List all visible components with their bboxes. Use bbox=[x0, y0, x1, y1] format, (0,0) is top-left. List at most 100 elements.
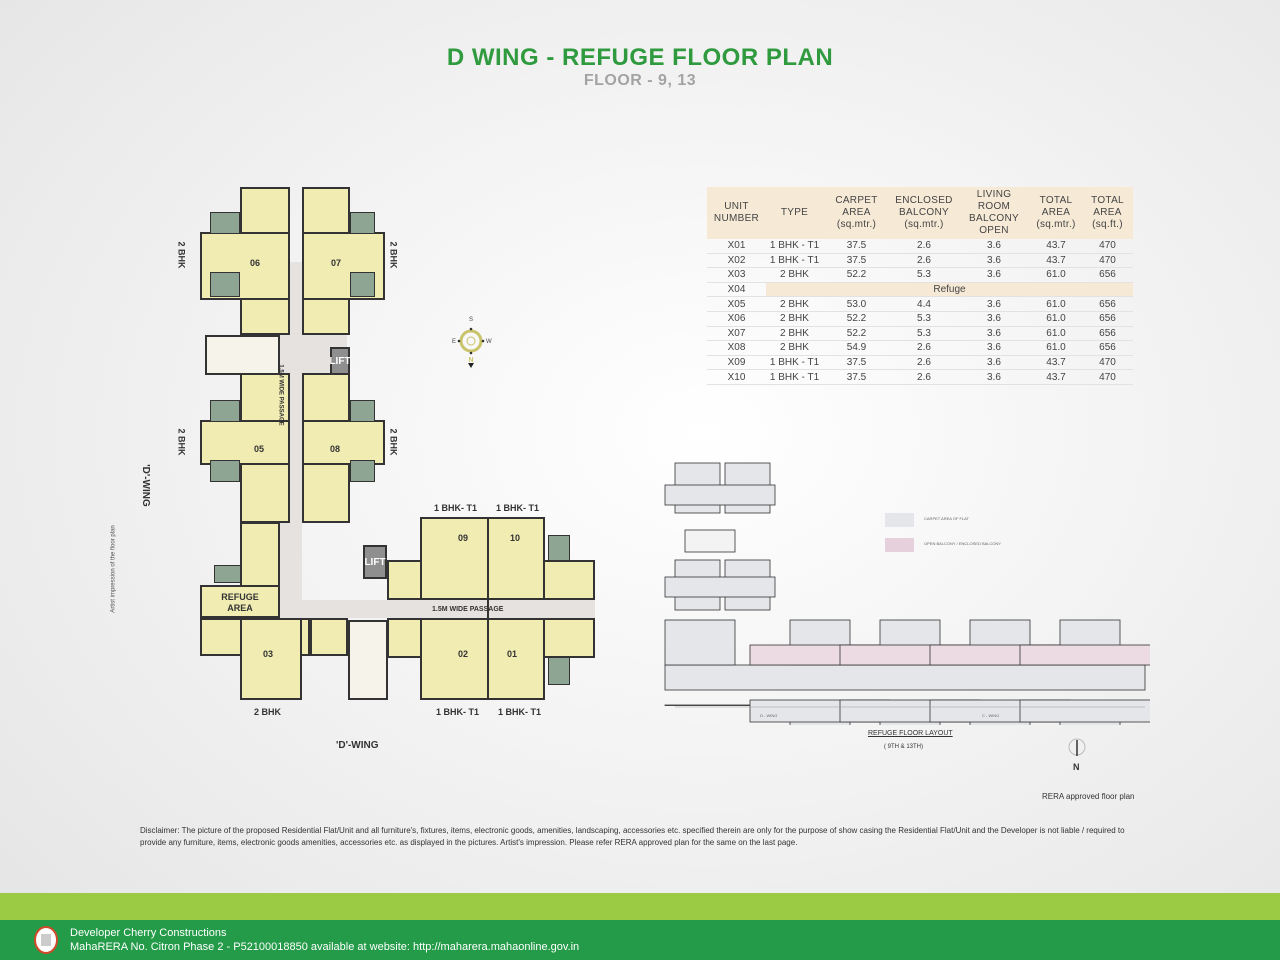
table-cell: 37.5 bbox=[823, 355, 890, 371]
table-cell: 43.7 bbox=[1030, 253, 1082, 269]
table-cell: 3.6 bbox=[958, 253, 1030, 269]
table-cell: 53.0 bbox=[823, 296, 890, 312]
table-cell: X07 bbox=[707, 326, 766, 342]
refuge-core bbox=[240, 522, 280, 587]
table-cell: 2 BHK bbox=[766, 296, 823, 312]
table-cell: 470 bbox=[1082, 355, 1133, 371]
unit-number-10: 10 bbox=[510, 533, 521, 543]
table-cell: 52.2 bbox=[823, 311, 890, 327]
table-cell: X09 bbox=[707, 355, 766, 371]
table-cell: 656 bbox=[1082, 311, 1133, 327]
table-cell: 2 BHK bbox=[766, 267, 823, 283]
table-cell: 3.6 bbox=[958, 355, 1030, 371]
column-header: TYPE bbox=[766, 187, 823, 239]
column-header: LIVING ROOM BALCONY OPEN bbox=[958, 187, 1030, 239]
footer-rera: MahaRERA No. Citron Phase 2 - P521000188… bbox=[70, 941, 580, 953]
table-cell: X06 bbox=[707, 311, 766, 327]
layout-room bbox=[684, 529, 736, 553]
bathroom bbox=[210, 212, 240, 234]
refuge-area: REFUGE AREA bbox=[200, 585, 280, 618]
layout-floors: ( 9TH & 13TH) bbox=[884, 744, 924, 750]
unit-block bbox=[310, 618, 348, 656]
unit-type-label: 1 BHK- T1 bbox=[434, 503, 478, 513]
legend-swatch-carpet bbox=[885, 513, 914, 527]
staircase bbox=[205, 335, 280, 375]
layout-room bbox=[1019, 699, 1150, 723]
table-cell: 2.6 bbox=[890, 239, 958, 254]
table-cell: 470 bbox=[1082, 369, 1133, 385]
unit-number-08: 08 bbox=[330, 444, 341, 454]
party-wall bbox=[487, 517, 489, 700]
unit-type-label: 2 BHK bbox=[388, 241, 399, 269]
column-header: CARPET AREA (sq.mtr.) bbox=[823, 187, 890, 239]
table-cell: 656 bbox=[1082, 340, 1133, 356]
table-cell: 61.0 bbox=[1030, 326, 1082, 342]
layout-room bbox=[664, 619, 736, 666]
unit-type-label: 1 BHK- T1 bbox=[496, 503, 540, 513]
legend-balcony-label: OPEN BALCONY / ENCLOSED BALCONY bbox=[924, 541, 1002, 546]
legend-carpet-label: CARPET AREA OF FLAT bbox=[924, 516, 969, 521]
table-cell: 3.6 bbox=[958, 311, 1030, 327]
table-cell: 52.2 bbox=[823, 326, 890, 342]
table-cell: X04 bbox=[707, 282, 766, 298]
unit-type-label: 1 BHK- T1 bbox=[436, 707, 480, 717]
unit-number-02: 02 bbox=[458, 649, 469, 659]
unit-number-03: 03 bbox=[263, 649, 274, 659]
table-cell: 3.6 bbox=[958, 239, 1030, 254]
layout-room bbox=[664, 576, 776, 598]
compass-top: S bbox=[469, 317, 473, 323]
table-cell: 2 BHK bbox=[766, 326, 823, 342]
page-title: D WING - REFUGE FLOOR PLAN bbox=[446, 44, 834, 71]
bathroom bbox=[210, 400, 240, 422]
table-cell: 4.4 bbox=[890, 296, 958, 312]
table-cell: 37.5 bbox=[823, 239, 890, 254]
bathroom bbox=[210, 272, 240, 297]
table-cell: 61.0 bbox=[1030, 296, 1082, 312]
table-cell: 2 BHK bbox=[766, 340, 823, 356]
table-cell: 2.6 bbox=[890, 369, 958, 385]
table-cell: 656 bbox=[1082, 267, 1133, 283]
unit-block bbox=[302, 420, 385, 465]
bathroom bbox=[350, 460, 375, 482]
table-cell: X08 bbox=[707, 340, 766, 356]
rera-approved-note: RERA approved floor plan bbox=[1042, 792, 1135, 801]
table-cell: 470 bbox=[1082, 253, 1133, 269]
unit-block bbox=[302, 232, 385, 300]
north-label: N bbox=[1073, 762, 1080, 772]
table-cell: 1 BHK - T1 bbox=[766, 253, 823, 269]
table-cell: X03 bbox=[707, 267, 766, 283]
compass-icon: S E W N bbox=[452, 317, 492, 368]
table-cell: 1 BHK - T1 bbox=[766, 369, 823, 385]
bathroom bbox=[350, 272, 375, 297]
compass-bottom: N bbox=[468, 357, 473, 364]
table-cell: 61.0 bbox=[1030, 311, 1082, 327]
table-cell: 61.0 bbox=[1030, 340, 1082, 356]
column-header: UNIT NUMBER bbox=[707, 187, 766, 239]
unit-number-05: 05 bbox=[254, 444, 265, 454]
column-header: ENCLOSED BALCONY (sq.mtr.) bbox=[890, 187, 958, 239]
table-cell: 470 bbox=[1082, 239, 1133, 254]
table-cell: 37.5 bbox=[823, 369, 890, 385]
unit-number-07: 07 bbox=[331, 258, 342, 268]
layout-room bbox=[664, 484, 776, 506]
d-wing-mini-label: D - WING bbox=[760, 713, 778, 718]
unit-number-06: 06 bbox=[250, 258, 261, 268]
table-cell: 5.3 bbox=[890, 267, 958, 283]
table-cell: 3.6 bbox=[958, 369, 1030, 385]
bathroom bbox=[350, 212, 375, 234]
unit-type-label: 2 BHK bbox=[388, 428, 399, 456]
horizontal-passage bbox=[280, 600, 595, 618]
layout-caption: REFUGE FLOOR LAYOUT bbox=[868, 730, 953, 737]
c-wing-mini-label: C - WING bbox=[982, 713, 1000, 718]
unit-number-09: 09 bbox=[458, 533, 469, 543]
table-cell: 43.7 bbox=[1030, 239, 1082, 254]
